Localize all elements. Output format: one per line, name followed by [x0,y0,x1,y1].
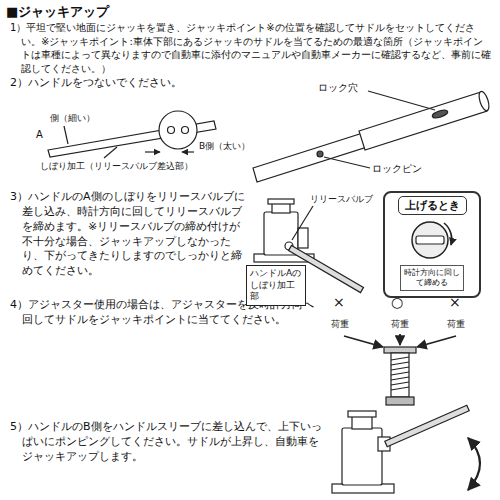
hole [168,127,175,134]
jack-ram [352,416,372,429]
pump-arrow [468,438,480,490]
part-name: ロックピン [372,163,422,176]
step-text: 1）平坦で堅い地面にジャッキを置き、ジャッキポイント※の位置を確認してサドルをセ… [10,21,492,75]
dial-knob [416,236,444,244]
load-label: 荷重 [447,318,465,330]
saddle [384,347,416,353]
arrow [182,151,194,152]
jack-saddle [268,199,294,204]
leader-line [324,157,370,168]
valve-dial [404,217,460,263]
turn-arrow [444,223,452,245]
load-label: 荷重 [331,318,349,330]
handle-joint [253,90,491,182]
step-text: 5）ハンドルのB側をハンドルスリーブに差し込んで、上下いっぱいにポンピングしてく… [10,420,322,465]
dial-circle [412,222,448,258]
leader-line [64,126,68,144]
screw-thread [391,357,409,390]
handle [385,405,469,446]
section-title: ■ジャッキアップ [6,3,109,21]
load-arrow [417,336,456,347]
part-name: 側（細い） [50,112,95,124]
jack-body [342,428,382,485]
leader-line [292,206,313,240]
magnifier [159,111,197,149]
part-name: ロック穴 [318,82,358,95]
jack-saddle [348,411,376,417]
callout-box: ハンドルAのしぼり加工部 [246,265,306,306]
leader-line [368,91,435,110]
load-arrow [399,334,401,345]
part-name: B側（太い） [199,140,250,152]
adjuster-screw [391,353,409,397]
jack-top [386,397,414,405]
part-name: リリースバルブ [310,193,373,205]
handle-a-end [48,111,216,158]
arrow [145,151,160,152]
handle-tube [253,132,370,182]
lock-pin [317,151,323,157]
node-heading: ハンドルAのしぼり加工部 [250,268,302,303]
load-label: 荷重 [391,318,409,330]
jack-pumping [332,405,480,493]
step-text: 3）ハンドルのA側のしぼりをリリースバルブに差し込み、時計方向に回してリリースバ… [10,190,248,279]
pump-sleeve [298,228,308,248]
instruction-panel: 上げるとき時計方向に回して締める [383,191,481,298]
hole [182,127,189,134]
load-arrow [344,336,383,347]
part-letter: A [36,128,43,142]
adjuster [344,334,456,405]
leader-line [104,147,117,158]
part-name: しぼり加工（リリースバルブ差込部） [40,160,193,172]
step-text: 2）ハンドルをつないでください。 [10,76,182,91]
node-text: 時計方向に回して締める [400,265,464,291]
node-heading: 上げるとき [398,196,467,215]
handle-tube [359,92,487,150]
tube-end [477,90,491,111]
ng-mark: × [333,293,345,312]
